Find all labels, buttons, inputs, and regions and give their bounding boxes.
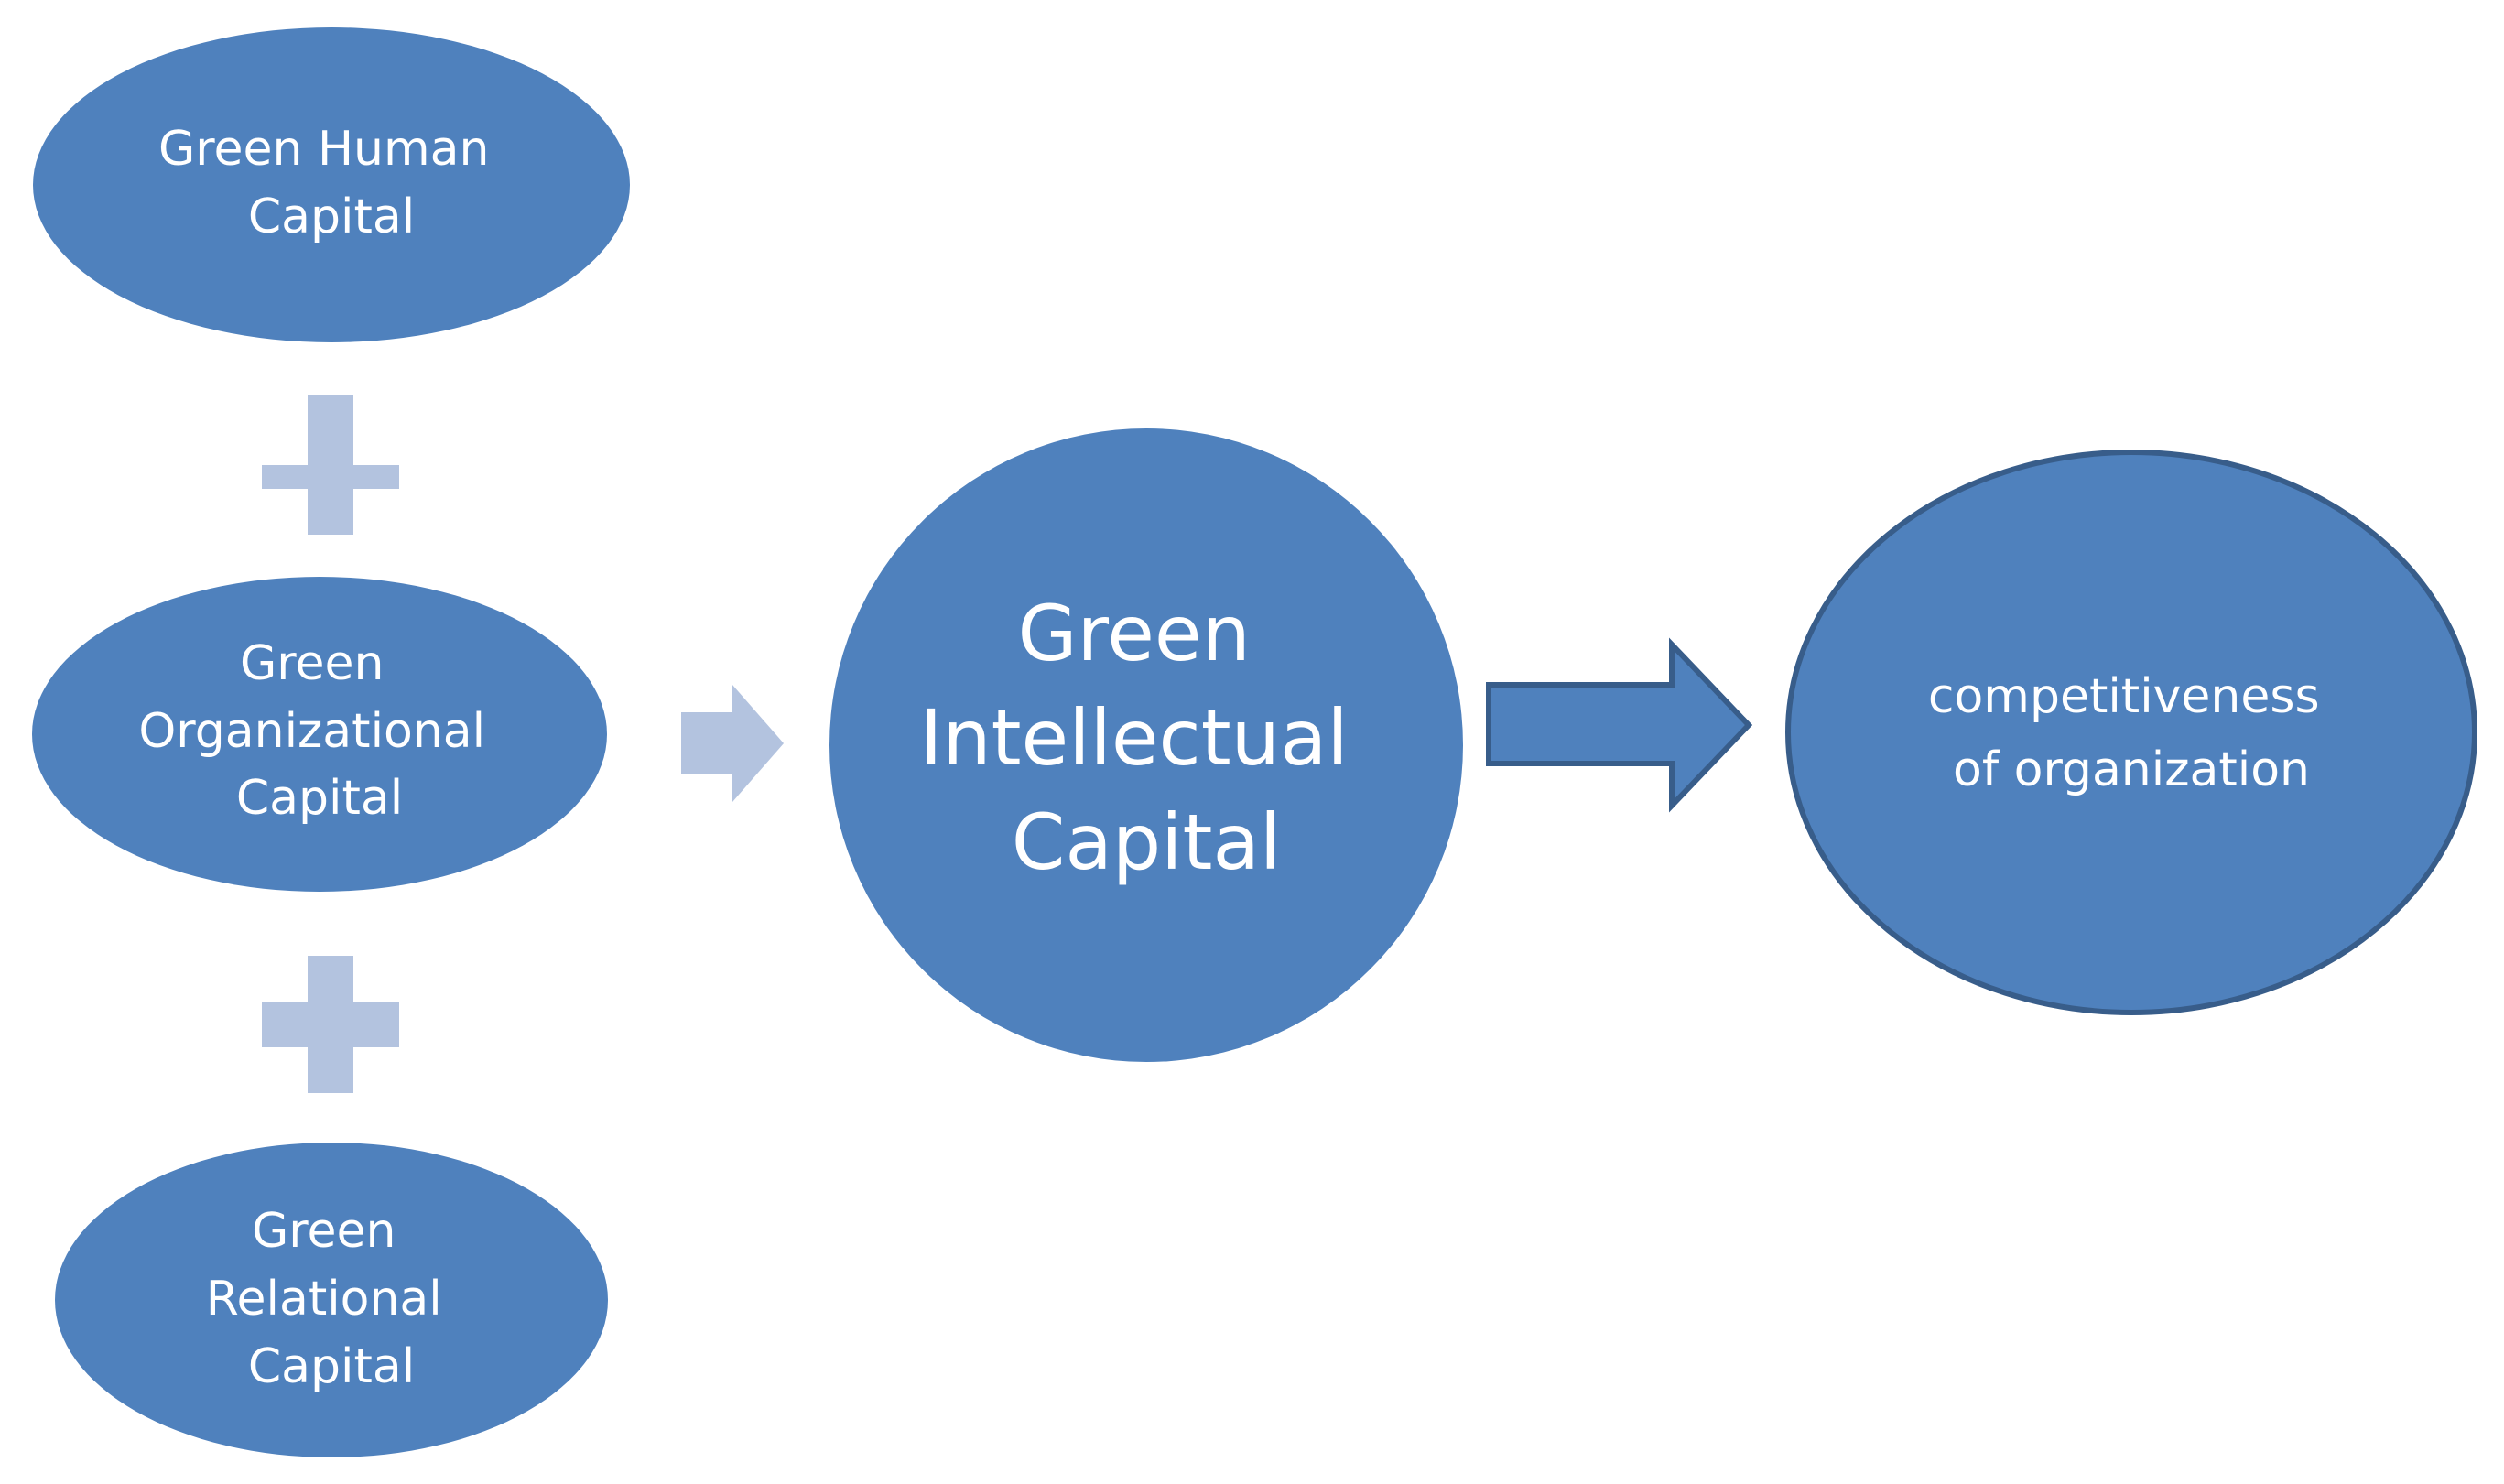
green-relational-capital-label-line2: Relational: [206, 1272, 442, 1327]
node-green-intellectual-capital: Green Intellectual Capital: [829, 428, 1463, 1062]
node-green-relational-capital: Green Relational Capital: [55, 1143, 608, 1457]
competitiveness-ellipse: [1785, 450, 2477, 1015]
green-organizational-capital-label-line2: Organizational: [138, 704, 485, 759]
svg-text:Green Intellectual: Green Intellectual Capital: [920, 589, 1373, 887]
green-human-capital-label-line1: Green Human: [158, 122, 490, 177]
svg-text:Green Human Capital: Green Human Capital: [158, 122, 504, 244]
competitiveness-label-line2: of organization: [1953, 742, 2310, 797]
green-organizational-capital-label-line1: Green: [240, 636, 384, 691]
right-arrow-icon: [681, 685, 784, 802]
plus-icon: [262, 395, 399, 535]
green-relational-capital-ellipse: [55, 1143, 608, 1457]
plus-icon: [262, 956, 399, 1093]
green-intellectual-capital-label-line3: Capital: [1012, 797, 1282, 887]
green-relational-capital-label-line1: Green: [252, 1204, 396, 1259]
green-human-capital-ellipse: [33, 27, 630, 342]
green-organizational-capital-ellipse: [32, 577, 607, 892]
svg-text:Green Relational C: Green Relational Capital: [206, 1204, 458, 1394]
green-intellectual-capital-circle: [829, 428, 1463, 1062]
green-intellectual-capital-label-line1: Green: [1017, 589, 1250, 678]
node-green-human-capital: Green Human Capital: [33, 27, 630, 342]
node-competitiveness-of-organization: competitiveness of organization: [1785, 450, 2477, 1015]
svg-text:Green Organizational: Green Organizational Capital: [138, 636, 500, 826]
competitiveness-label-line1: competitiveness: [1928, 669, 2320, 724]
green-organizational-capital-label-line3: Capital: [236, 771, 403, 826]
block-right-arrow-icon: [1486, 637, 1753, 813]
green-human-capital-label-line2: Capital: [248, 190, 415, 244]
node-green-organizational-capital: Green Organizational Capital: [32, 577, 607, 892]
green-relational-capital-label-line3: Capital: [248, 1339, 415, 1394]
green-intellectual-capital-label-line2: Intellectual: [920, 693, 1349, 783]
svg-text:competitiveness of organ: competitiveness of organization: [1928, 669, 2335, 797]
